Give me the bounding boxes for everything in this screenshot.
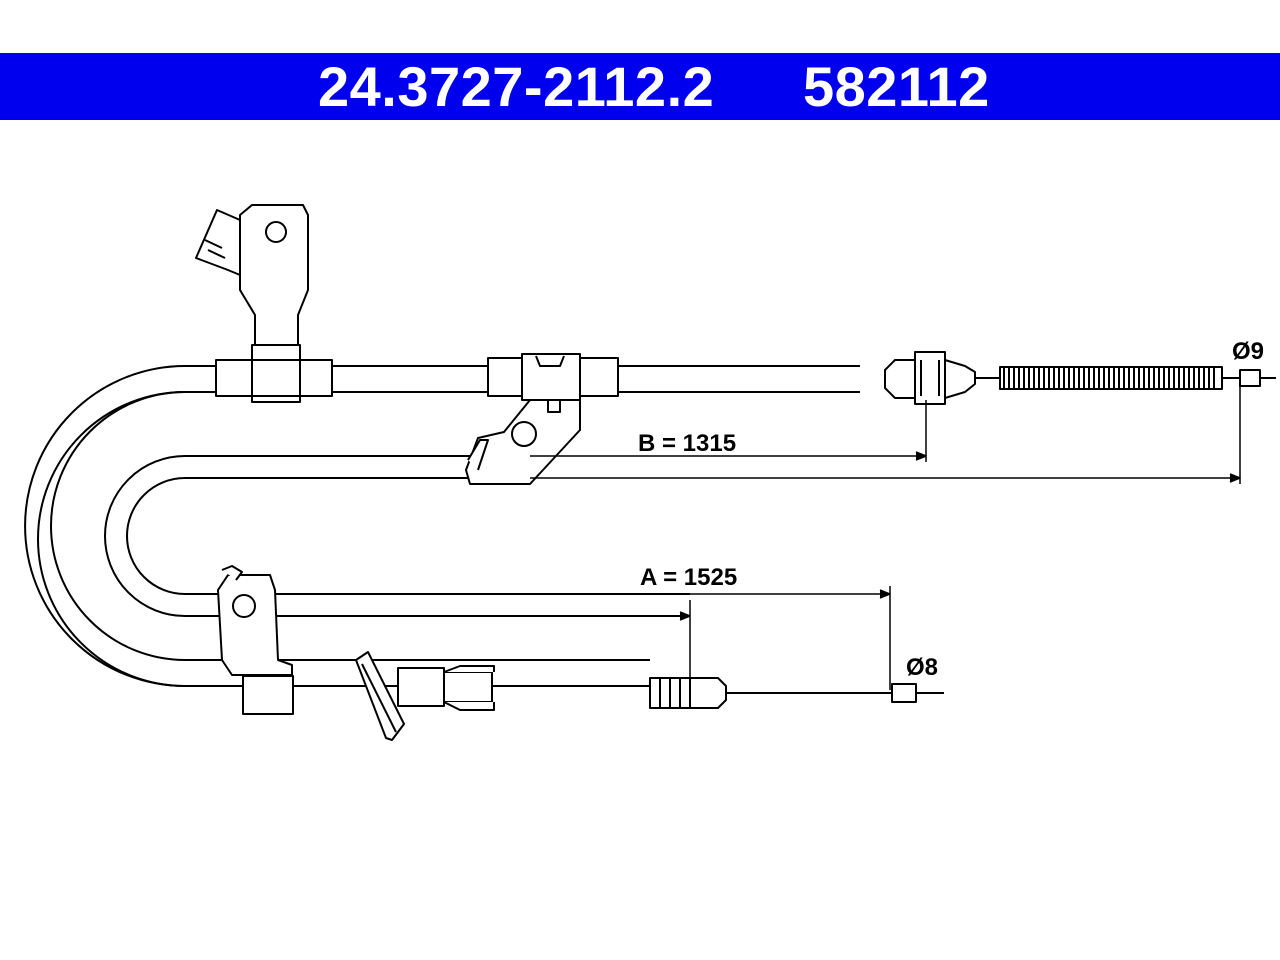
lower-lever [355, 651, 495, 741]
part-number: 24.3727-2112.2 [318, 55, 715, 118]
lower-bracket [217, 565, 294, 715]
upper-end-fitting [884, 351, 976, 405]
dimension-b-lines [530, 385, 1241, 484]
lower-end-fitting [649, 677, 944, 709]
inner-cable-loop [104, 455, 690, 617]
diameter-lower-label: Ø8 [906, 654, 938, 681]
upper-sleeve-left [215, 359, 333, 397]
dimension-b-label: B = 1315 [638, 430, 736, 457]
dimension-a-label: A = 1525 [640, 564, 737, 591]
diameter-upper-label: Ø9 [1232, 338, 1264, 365]
upper-spring [975, 366, 1276, 390]
reference-number: 582112 [803, 55, 990, 118]
outer-cable [24, 365, 860, 687]
dimension-a-lines [280, 586, 891, 700]
title-bar: 24.3727-2112.2 582112 [0, 53, 1280, 120]
middle-clip [465, 353, 619, 485]
